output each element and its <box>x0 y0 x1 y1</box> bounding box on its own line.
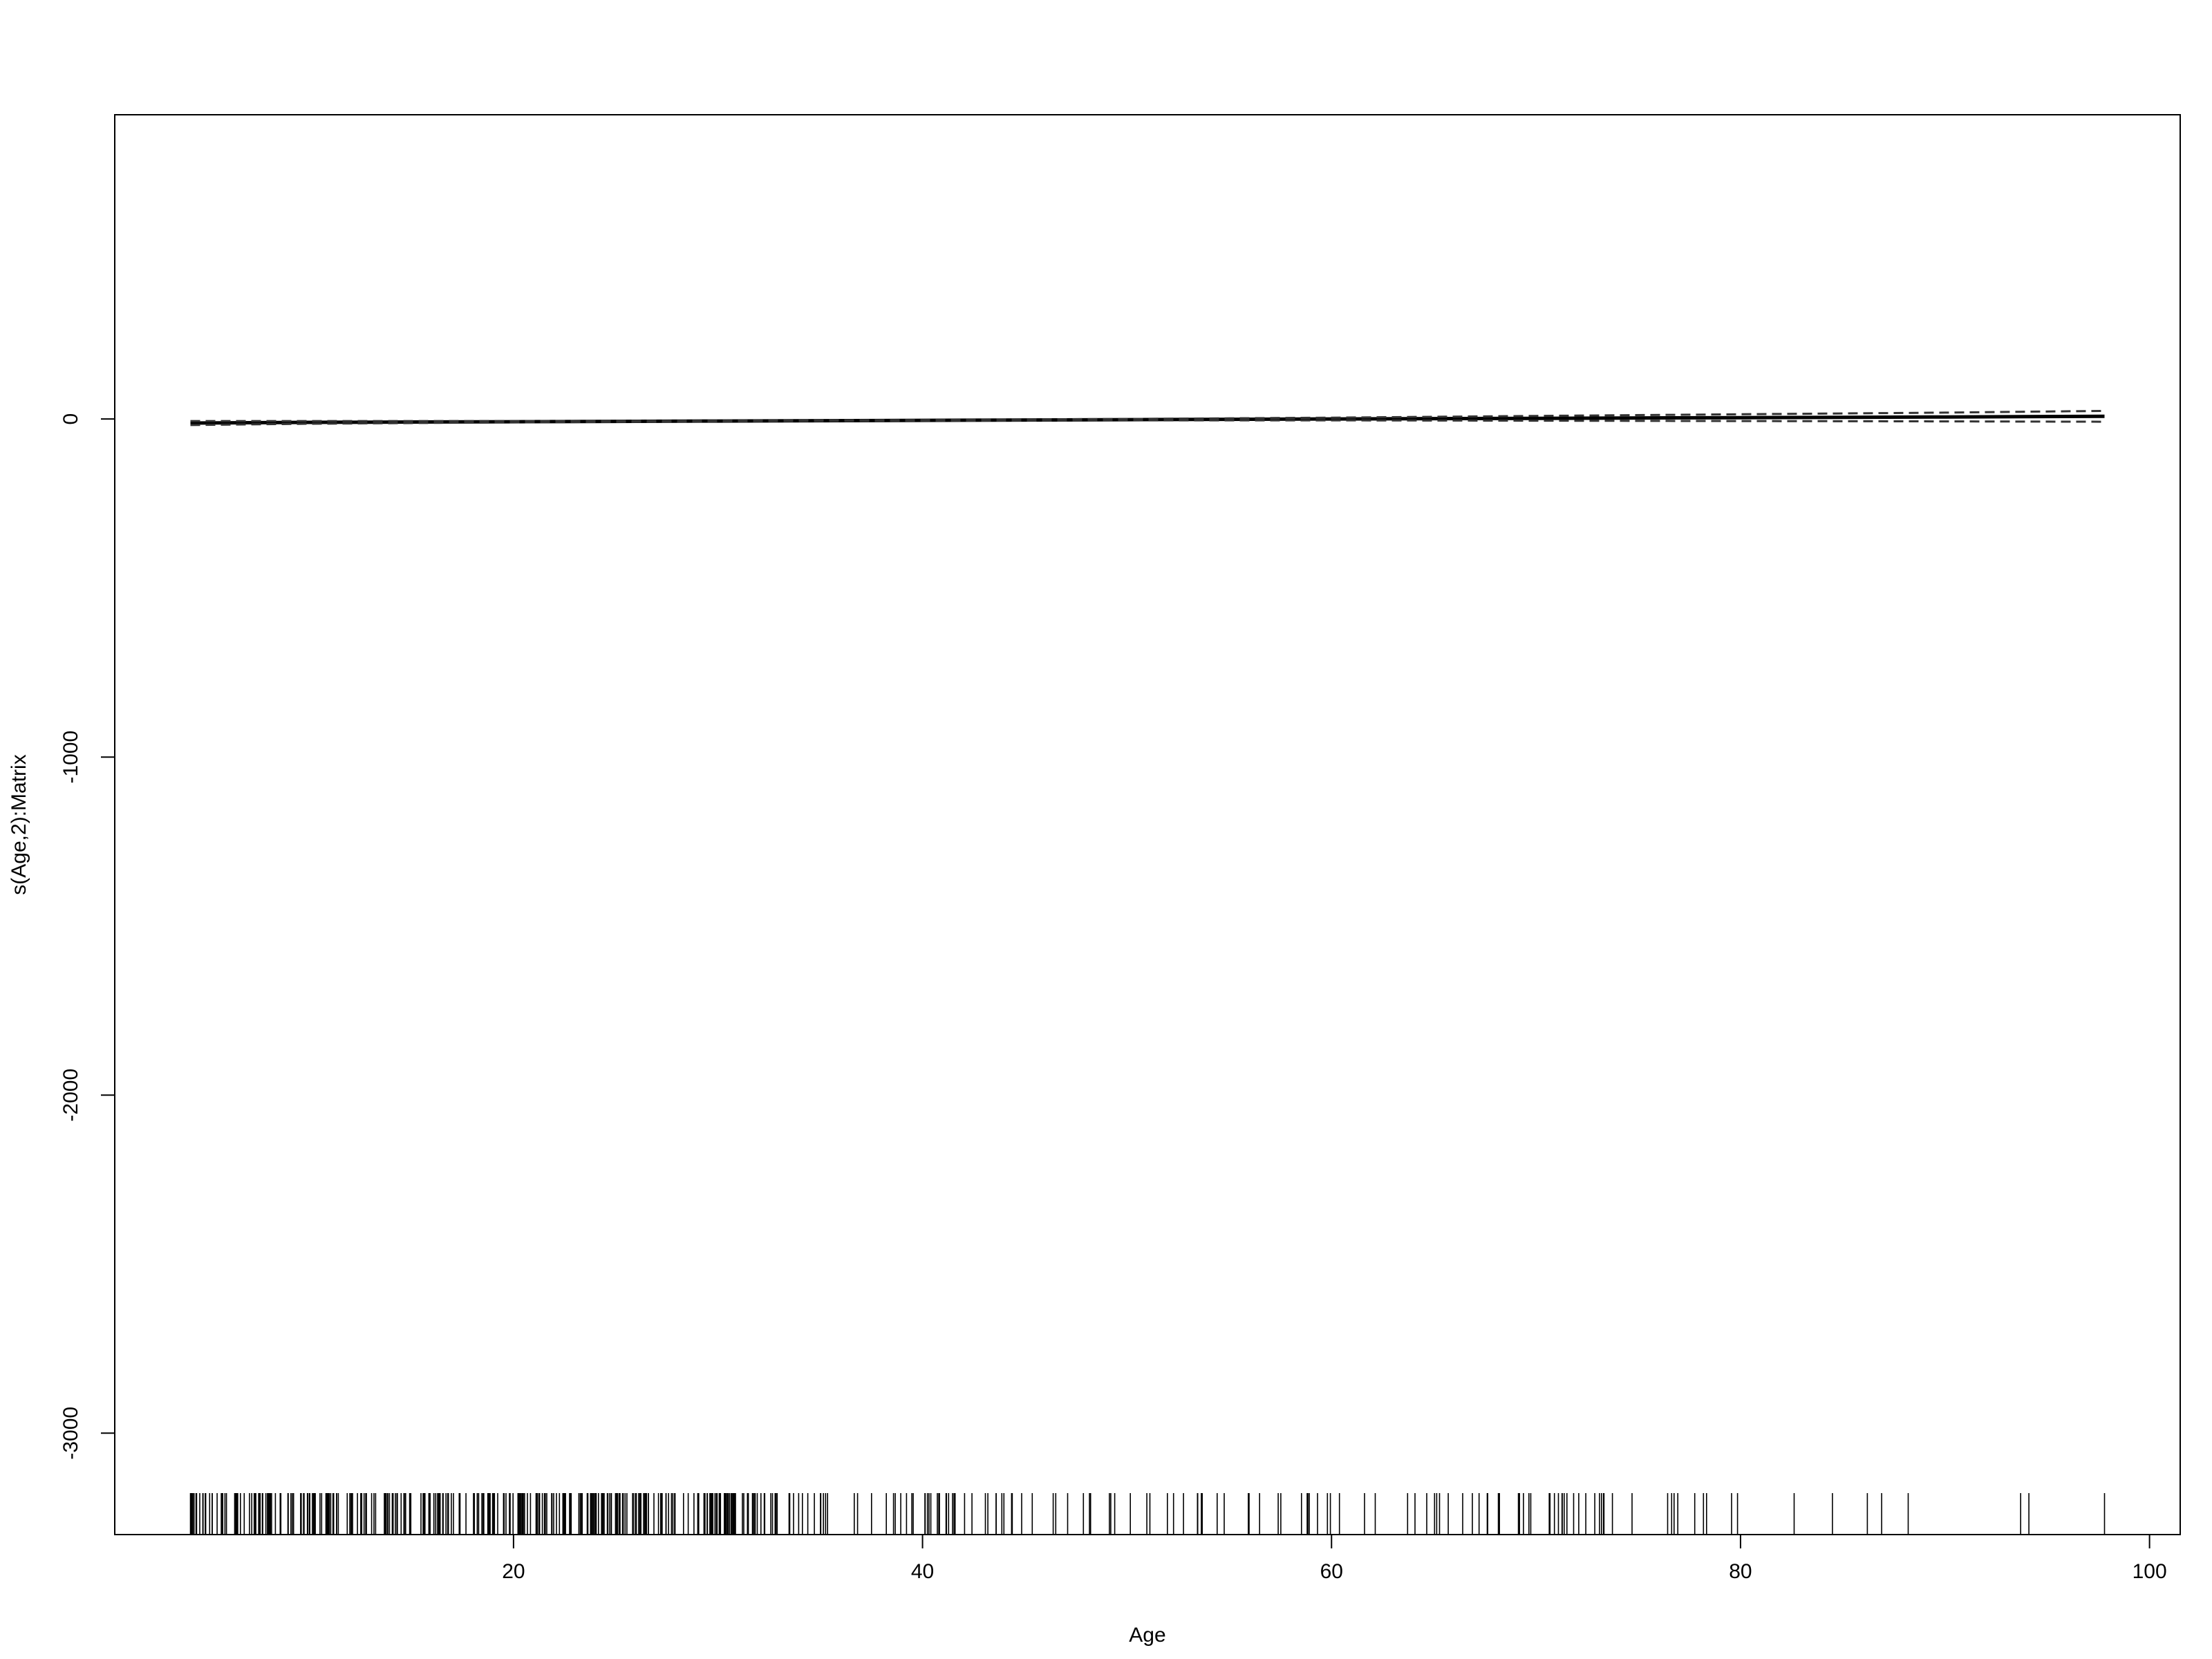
x-tick-label: 80 <box>1729 1560 1752 1583</box>
y-axis-label: s(Age,2):Matrix <box>8 754 30 894</box>
upper-band-line <box>190 409 2105 422</box>
y-tick-label: -1000 <box>59 731 82 784</box>
plot-frame <box>114 114 2181 1535</box>
fit-line <box>190 414 2105 425</box>
x-tick-label: 60 <box>1320 1560 1343 1583</box>
y-tick-label: -3000 <box>59 1407 82 1460</box>
series <box>190 409 2105 427</box>
x-tick-label: 20 <box>502 1560 525 1583</box>
rug <box>189 1493 2106 1535</box>
lower-band-line <box>190 419 2105 427</box>
x-tick-label: 40 <box>911 1560 934 1583</box>
x-tick-label: 100 <box>2133 1560 2167 1583</box>
y-tick-label: -2000 <box>59 1069 82 1122</box>
y-tick-label: 0 <box>59 413 82 425</box>
x-axis-label: Age <box>1129 1624 1165 1647</box>
x-axis: 20 40 60 80 100 <box>502 1534 2167 1583</box>
y-axis: 0 -1000 -2000 -3000 <box>59 413 115 1460</box>
